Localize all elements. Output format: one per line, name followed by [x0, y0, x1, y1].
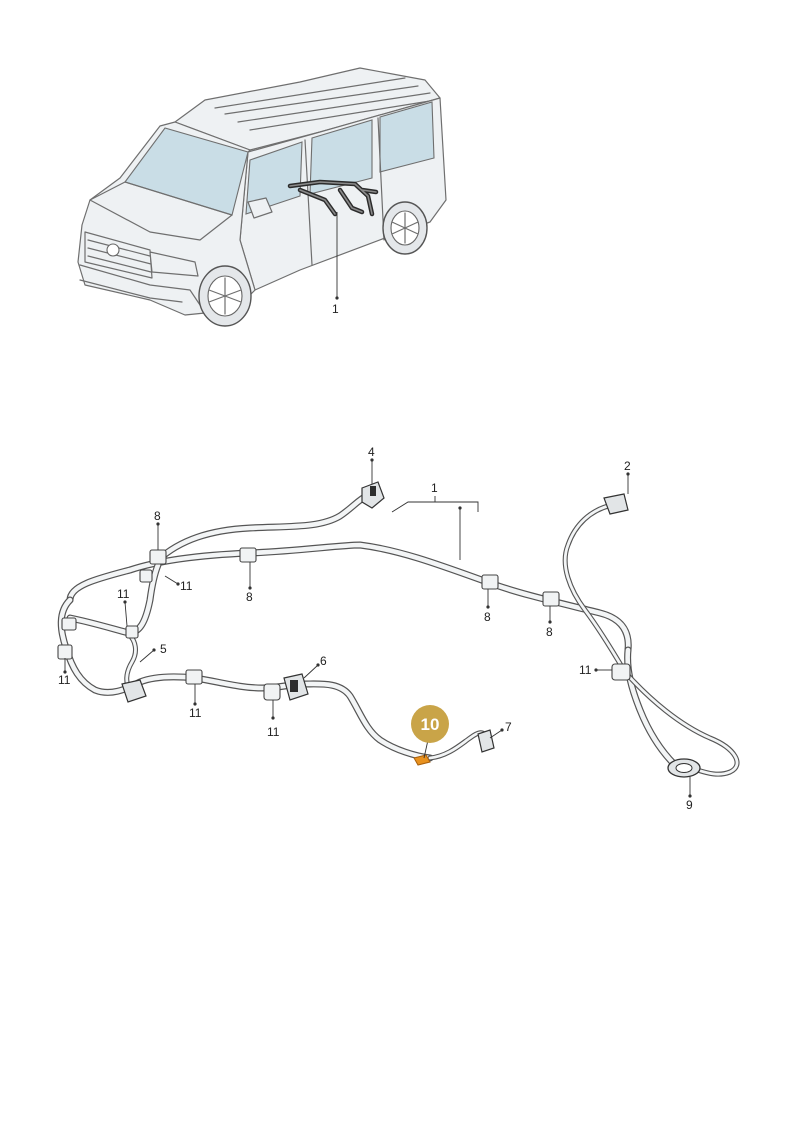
label-part-5: 5 [160, 642, 167, 656]
label-part-8a: 8 [154, 509, 161, 523]
van-illustration: 1 [77, 67, 447, 327]
label-part-8c: 8 [484, 610, 491, 624]
label-part-11a: 11 [180, 579, 193, 593]
highlight-badge-label: 10 [421, 715, 440, 734]
label-part-11b: 11 [117, 587, 130, 601]
highlighted-part [413, 754, 431, 766]
highlight-badge[interactable] [411, 705, 449, 743]
label-part-8d: 8 [546, 625, 553, 639]
label-part-11f: 11 [579, 663, 592, 677]
label-part-6: 6 [320, 654, 327, 668]
label-van-ref: 1 [332, 302, 339, 316]
label-harness: 1 [431, 481, 438, 495]
label-part-4: 4 [368, 445, 375, 459]
label-part-11e: 11 [267, 725, 280, 739]
label-part-11c: 11 [58, 673, 71, 687]
label-part-11d: 11 [189, 706, 202, 720]
harness-detail: 1 4 2 8 8 8 8 11 11 11 5 11 11 6 7 11 [57, 445, 740, 812]
label-part-9: 9 [686, 798, 693, 812]
label-part-8b: 8 [246, 590, 253, 604]
label-part-2: 2 [624, 459, 631, 473]
label-part-7: 7 [505, 720, 512, 734]
